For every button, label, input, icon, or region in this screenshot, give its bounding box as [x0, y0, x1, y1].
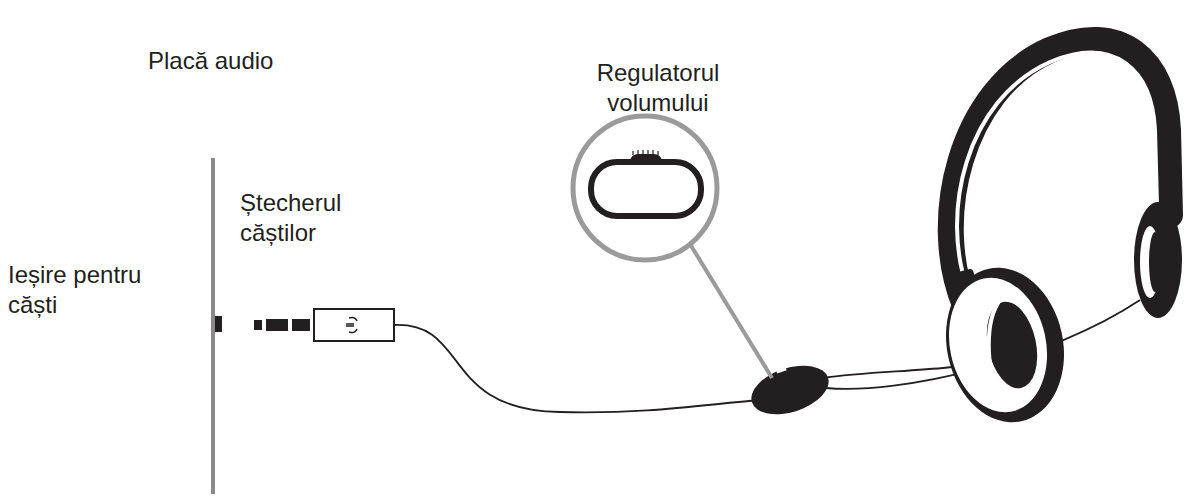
part-label: Regulatorul volumului	[568, 58, 748, 118]
part-label: Ieșire pentru căști	[8, 260, 178, 320]
part-label: Placă audio	[148, 46, 368, 76]
output-socket	[215, 316, 222, 332]
audio-card-panel	[211, 158, 215, 494]
headphones	[932, 40, 1182, 433]
part-label: Ștecherul căștilor	[240, 188, 380, 248]
magnifier	[573, 116, 772, 378]
headphone-plug	[254, 309, 394, 341]
volume-control	[745, 357, 835, 424]
cable	[394, 325, 760, 412]
